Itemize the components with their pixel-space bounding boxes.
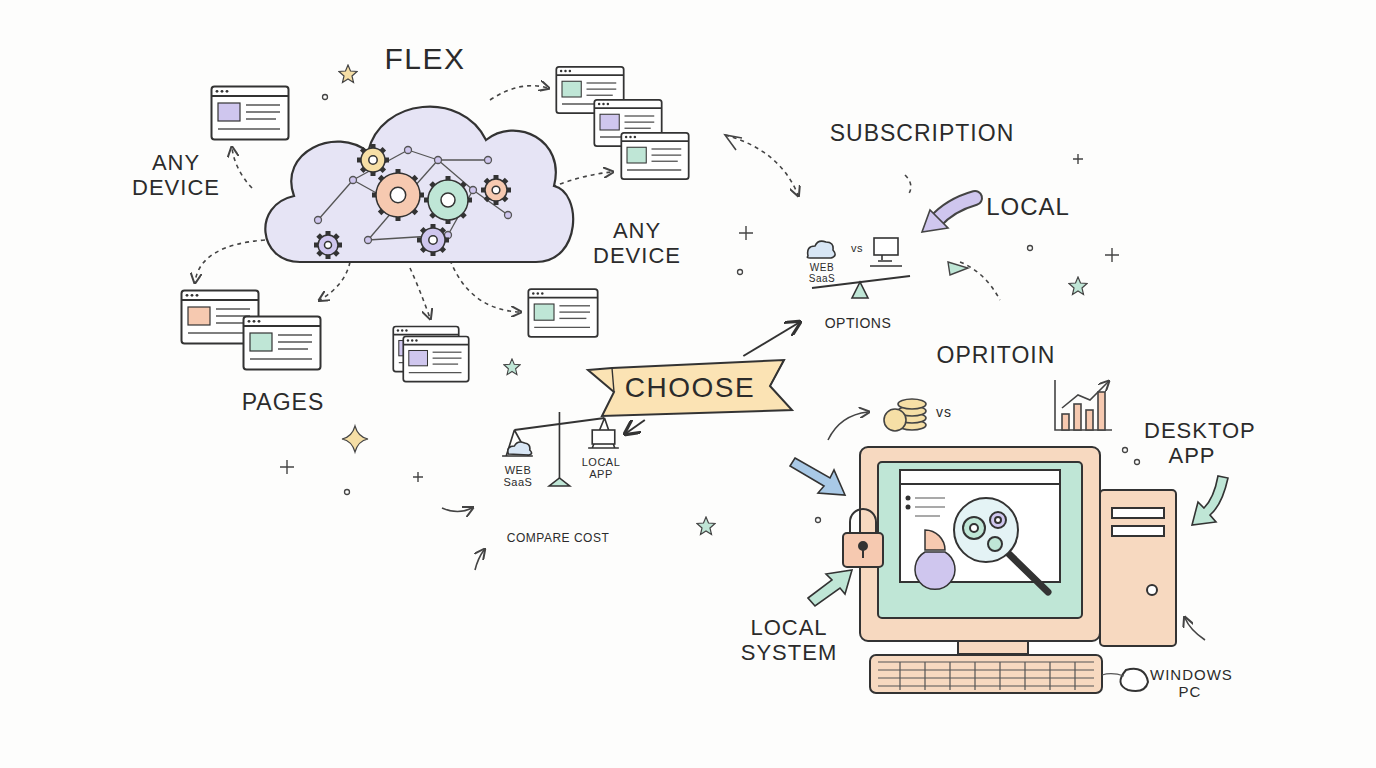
- free-label: WINDOWS PC: [1150, 666, 1230, 701]
- free-label: DESKTOP APP: [1144, 418, 1240, 469]
- connector-arrow: [625, 420, 645, 434]
- node-text: FLEX: [384, 42, 465, 75]
- node-text: CHOOSE: [625, 373, 755, 404]
- node-text: WEB SaaS: [806, 262, 838, 284]
- node-text: WEB SaaS: [501, 464, 535, 488]
- scale-node: WEB SaaS vsOPTIONS: [800, 236, 920, 336]
- free-label: ANY DEVICE: [121, 150, 231, 201]
- scale-node: WEB SaaS LOCAL APP COMPARE COST: [498, 404, 625, 554]
- free-label: vs: [936, 404, 952, 420]
- node-text: LOCAL APP: [581, 456, 621, 480]
- free-label: LOCAL SYSTEM: [739, 615, 839, 666]
- free-label: OPRITOIN: [937, 342, 1056, 368]
- node-text: vs: [851, 242, 863, 254]
- node-text: OPTIONS: [825, 316, 892, 331]
- cloud-node: FLEX: [248, 40, 578, 272]
- free-label: LOCAL: [986, 193, 1070, 221]
- choose-banner: CHOOSE: [584, 356, 796, 420]
- node-text: COMPARE COST: [507, 532, 609, 545]
- free-label: ANY DEVICE: [587, 218, 687, 269]
- free-label: SUBSCRIPTION: [830, 120, 1015, 146]
- connector-arrow: [743, 322, 800, 356]
- free-label: PAGES: [242, 389, 325, 415]
